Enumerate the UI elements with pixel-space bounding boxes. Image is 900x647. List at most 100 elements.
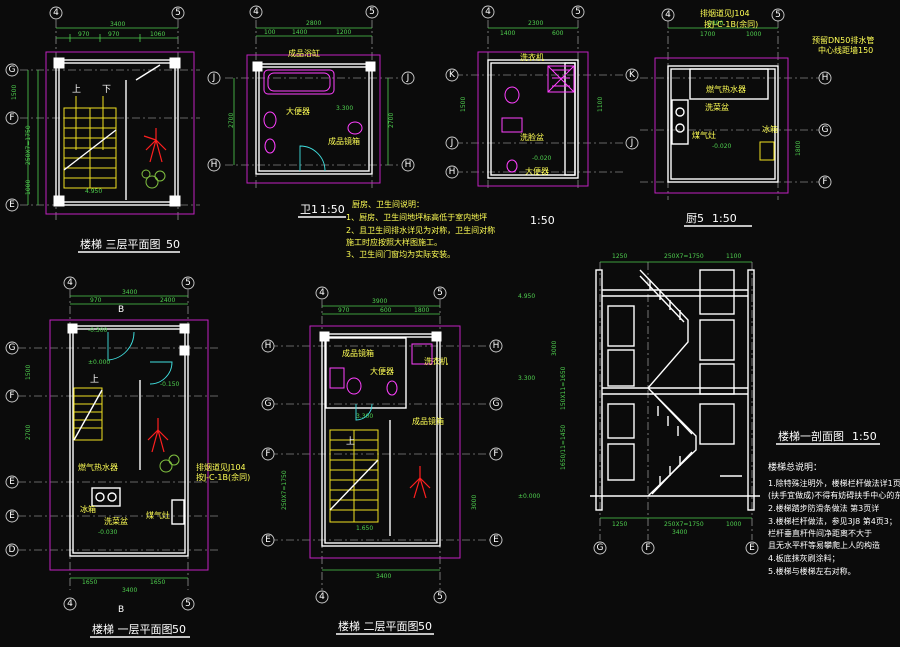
svg-text:F: F	[9, 391, 14, 401]
svg-text:5: 5	[175, 8, 181, 18]
svg-text:F: F	[822, 177, 827, 187]
svg-text:E: E	[265, 535, 271, 545]
svg-text:G: G	[9, 65, 16, 75]
plan-kitchen: 2800 1700 1000 1800 燃气热水器 洗菜盆 煤气灶 冰箱 -0.…	[640, 8, 874, 227]
svg-text:-0.030: -0.030	[98, 529, 118, 536]
svg-text:4: 4	[53, 8, 59, 18]
title-stair1: 楼梯 一层平面图	[92, 622, 173, 636]
svg-text:K: K	[449, 70, 456, 80]
svg-text:250X7=1750: 250X7=1750	[281, 470, 288, 510]
title-kitchen-scale: 1:50	[712, 212, 737, 225]
dim-seg3: 1060	[150, 31, 165, 38]
svg-text:250X7=1750: 250X7=1750	[664, 253, 704, 260]
svg-text:冰箱: 冰箱	[80, 504, 96, 514]
svg-text:1650: 1650	[150, 579, 165, 586]
svg-text:E: E	[9, 477, 15, 487]
svg-text:燃气热水器: 燃气热水器	[706, 84, 746, 94]
svg-text:4: 4	[319, 288, 325, 298]
svg-text:4: 4	[665, 10, 671, 20]
svg-text:预留DN50排水管: 预留DN50排水管	[812, 35, 874, 45]
svg-text:-0.020: -0.020	[712, 143, 732, 150]
svg-text:冰箱: 冰箱	[762, 124, 778, 134]
svg-text:970: 970	[338, 307, 350, 314]
svg-text:K: K	[629, 70, 636, 80]
svg-text:5: 5	[185, 278, 191, 288]
wc1-toilet: 大便器	[286, 106, 310, 116]
svg-text:煤气灶: 煤气灶	[146, 510, 170, 520]
svg-text:成品镜箱: 成品镜箱	[342, 348, 374, 358]
svg-text:2700: 2700	[228, 113, 235, 128]
svg-text:4: 4	[67, 599, 73, 609]
svg-text:150X11=1650: 150X11=1650	[560, 366, 567, 410]
svg-text:3400: 3400	[376, 573, 391, 580]
svg-text:970: 970	[90, 297, 102, 304]
svg-text:E: E	[9, 200, 15, 210]
svg-text:煤气灶: 煤气灶	[692, 130, 716, 140]
svg-text:2700: 2700	[388, 113, 395, 128]
svg-text:5: 5	[437, 592, 443, 602]
dim-left1: 1500	[11, 85, 18, 100]
svg-text:250X7=1750: 250X7=1750	[664, 521, 704, 528]
wc1-mirror: 成品镜箱	[328, 136, 360, 146]
svg-text:5.楼梯与楼梯左右对称。: 5.楼梯与楼梯左右对称。	[768, 566, 856, 576]
svg-text:3400: 3400	[672, 529, 687, 536]
plant-green-icon	[141, 169, 166, 189]
svg-text:大便器: 大便器	[370, 366, 394, 376]
svg-text:1800: 1800	[795, 141, 802, 156]
svg-text:G: G	[265, 399, 272, 409]
svg-text:4.950: 4.950	[518, 293, 535, 300]
elev-stair3: 4.950	[85, 188, 102, 195]
svg-text:洗衣机: 洗衣机	[520, 52, 544, 62]
svg-text:4: 4	[67, 278, 73, 288]
svg-text:3.300: 3.300	[518, 375, 535, 382]
notes-wc: 卫1 1:50 厨房、卫生间说明： 1、厨房、卫生间地坪标高低于室内地坪 2、且…	[298, 199, 555, 259]
svg-text:5: 5	[437, 288, 443, 298]
svg-text:1.650: 1.650	[356, 525, 373, 532]
dim-seg1: 970	[78, 31, 90, 38]
title-wc1-scale: 1:50	[320, 203, 345, 216]
svg-text:1000: 1000	[726, 521, 741, 528]
dim-left2: 250X7=1750	[25, 125, 32, 165]
plant-red-icon	[143, 128, 167, 163]
title-kitchen: 厨5	[686, 212, 704, 225]
svg-text:F: F	[493, 449, 498, 459]
svg-text:2400: 2400	[160, 297, 175, 304]
svg-text:成品镜箱: 成品镜箱	[412, 416, 444, 426]
title-stair1-scale: 50	[172, 623, 186, 636]
svg-text:1500: 1500	[25, 365, 32, 380]
svg-text:1250: 1250	[612, 253, 627, 260]
svg-text:E: E	[9, 511, 15, 521]
svg-text:H: H	[449, 167, 456, 177]
svg-text:H: H	[405, 160, 412, 170]
dim-seg2: 970	[108, 31, 120, 38]
dim-left3: 1000	[25, 180, 32, 195]
svg-text:-0.020: -0.020	[532, 155, 552, 162]
svg-text:4: 4	[485, 7, 491, 17]
svg-text:5: 5	[575, 7, 581, 17]
svg-text:J: J	[450, 138, 454, 148]
svg-text:1400: 1400	[500, 30, 515, 37]
svg-text:3900: 3900	[372, 298, 387, 305]
svg-text:H: H	[822, 73, 829, 83]
svg-text:4.板底抹灰刷涂料；: 4.板底抹灰刷涂料；	[768, 553, 840, 563]
notes-stair: 楼梯总说明： 1.除特殊注明外，楼梯栏杆做法详1页 (扶手宜做成)不得有妨碍扶手…	[768, 461, 900, 576]
title-wc2-scale: 1:50	[530, 214, 555, 227]
svg-text:洗菜盆: 洗菜盆	[705, 102, 729, 112]
title-section: 楼梯一剖面图	[778, 429, 844, 443]
svg-text:±0.000: ±0.000	[88, 359, 110, 366]
svg-text:且无水平杆等易攀爬上人的构造: 且无水平杆等易攀爬上人的构造	[768, 540, 880, 550]
svg-text:F: F	[645, 543, 650, 553]
svg-text:1800: 1800	[414, 307, 429, 314]
svg-text:H: H	[265, 341, 272, 351]
svg-text:3.300: 3.300	[336, 105, 353, 112]
svg-text:1700: 1700	[700, 31, 715, 38]
svg-text:1.除特殊注明外，楼梯栏杆做法详1页: 1.除特殊注明外，楼梯栏杆做法详1页	[768, 478, 900, 488]
svg-text:按J-C-1B(余同): 按J-C-1B(余同)	[196, 472, 250, 482]
svg-text:2、且卫生间排水详见为对称，卫生间对称: 2、且卫生间排水详见为对称，卫生间对称	[346, 225, 495, 235]
section-stair: 1250 250X7=1750 1100 1250 250X7=1750 100…	[518, 253, 880, 555]
svg-text:B: B	[118, 605, 124, 615]
svg-text:3400: 3400	[122, 289, 137, 296]
svg-text:-0.300: -0.300	[88, 327, 108, 334]
